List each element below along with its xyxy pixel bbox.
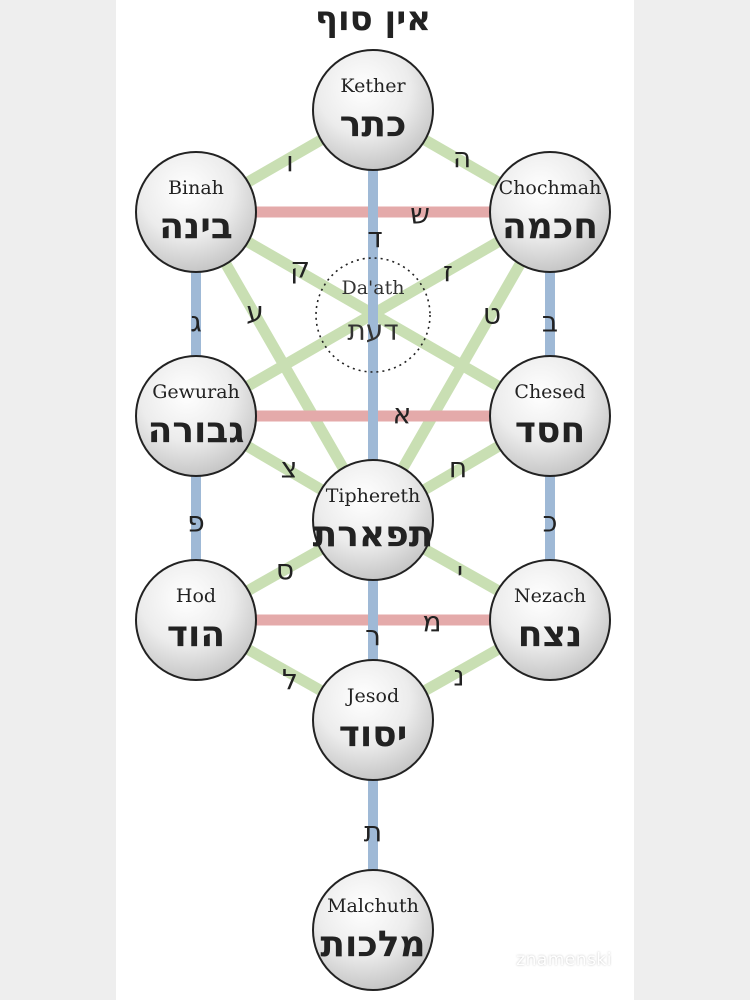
sephirah-name: Gewurah	[152, 381, 240, 403]
path-letter-chochmah-tiphereth: ט	[483, 298, 501, 331]
sephirah-circle	[135, 151, 257, 273]
sephirah-circle	[489, 559, 611, 681]
path-letters-layer: ה ו דש ג ב ק ז ע ט א צ ח פ כ ס ימ ל נ ת ר	[187, 142, 558, 849]
sephirah-hebrew: תפארת	[313, 514, 434, 555]
sephirah-circle	[312, 869, 434, 991]
path-letter-nezach-jesod: נ	[453, 660, 464, 693]
daath-layer: Da'ath דעת	[315, 257, 431, 373]
path-letter-chesed-nezach: כ	[543, 506, 558, 539]
path-letter-hod-jesod: ל	[282, 664, 298, 697]
daath-name: Da'ath	[342, 277, 405, 299]
sephirah-name: Binah	[168, 177, 224, 199]
path-letter-middle: ר	[365, 620, 381, 653]
sephirah-circle	[312, 659, 434, 781]
path-letter-chesed-tiphereth: ח	[449, 452, 467, 485]
sephirah-tiphereth: Tiphereth תפארת	[312, 459, 434, 581]
sephirah-hod: Hod הוד	[135, 559, 257, 681]
sephirah-name: Hod	[176, 585, 216, 607]
sephirah-name: Nezach	[514, 585, 586, 607]
sephirah-hebrew: חסד	[515, 410, 585, 451]
sephirah-name: Malchuth	[327, 895, 419, 917]
daath-circle	[315, 257, 431, 373]
path-letter-kether-binah: ו	[286, 146, 294, 179]
path-letter-binah-chesed: ק	[290, 252, 310, 285]
sephirah-hebrew: מלכות	[320, 924, 425, 965]
sephirah-hebrew: הוד	[167, 614, 225, 655]
sephirah-name: Tiphereth	[326, 485, 421, 507]
sephirah-circle	[135, 559, 257, 681]
sephirah-hebrew: גבורה	[148, 410, 245, 451]
path-letter-chochmah-gewurah: ז	[443, 256, 453, 289]
path-letter-tiphereth-hod: ס	[276, 554, 294, 587]
path-letter-chochmah-chesed: ב	[542, 306, 558, 339]
sephiroth-layer: KetherכתרBinahבינהChochmahחכמהGewurahגבו…	[135, 49, 611, 991]
sephirah-name: Jesod	[345, 685, 399, 707]
path-letter-kether-tiphereth: ד	[367, 222, 382, 255]
sephirah-circle	[135, 355, 257, 477]
sephirah-circle	[489, 355, 611, 477]
path-letter-jesod-malchuth: ת	[364, 816, 382, 849]
sephirah-hebrew: נצח	[518, 614, 583, 655]
path-letter-gewurah-tiphereth: צ	[281, 452, 298, 485]
path-letter-binah-gewurah: ג	[190, 306, 202, 339]
watermark: znamenski	[516, 950, 612, 970]
sephirah-name: Chochmah	[499, 177, 602, 199]
daath-hebrew: דעת	[347, 314, 398, 347]
sephirah-nezach: Nezach נצח	[489, 559, 611, 681]
path-letter-tiphereth-nezach: י	[457, 556, 463, 589]
sephirah-chesed: Chesed חסד	[489, 355, 611, 477]
sephirah-hebrew: חכמה	[502, 206, 598, 247]
sephirah-circle	[312, 49, 434, 171]
sephirah-name: Chesed	[514, 381, 585, 403]
path-letter-kether-chochmah: ה	[453, 142, 471, 175]
sephirah-jesod: Jesod יסוד	[312, 659, 434, 781]
sephirah-circle	[489, 151, 611, 273]
sephirah-name: Kether	[340, 75, 406, 97]
sephirah-chochmah: Chochmah חכמה	[489, 151, 611, 273]
sephirah-hebrew: יסוד	[339, 714, 408, 755]
path-letter-binah-chochmah: ש	[410, 198, 430, 231]
ein-sof-title: אין סוף	[315, 0, 431, 39]
sephirah-malchuth: Malchuth מלכות	[312, 869, 434, 991]
sephirah-binah: Binah בינה	[135, 151, 257, 273]
sephirah-hebrew: כתר	[340, 104, 407, 145]
path-letter-gewurah-chesed: א	[393, 398, 412, 431]
sephirah-kether: Kether כתר	[312, 49, 434, 171]
path-letter-gewurah-hod: פ	[187, 506, 205, 539]
sephirah-circle	[312, 459, 434, 581]
path-letter-binah-tiphereth: ע	[246, 296, 264, 329]
sephirah-gewurah: Gewurah גבורה	[135, 355, 257, 477]
path-letter-hod-nezach: מ	[422, 606, 441, 639]
sephirah-hebrew: בינה	[159, 206, 233, 247]
